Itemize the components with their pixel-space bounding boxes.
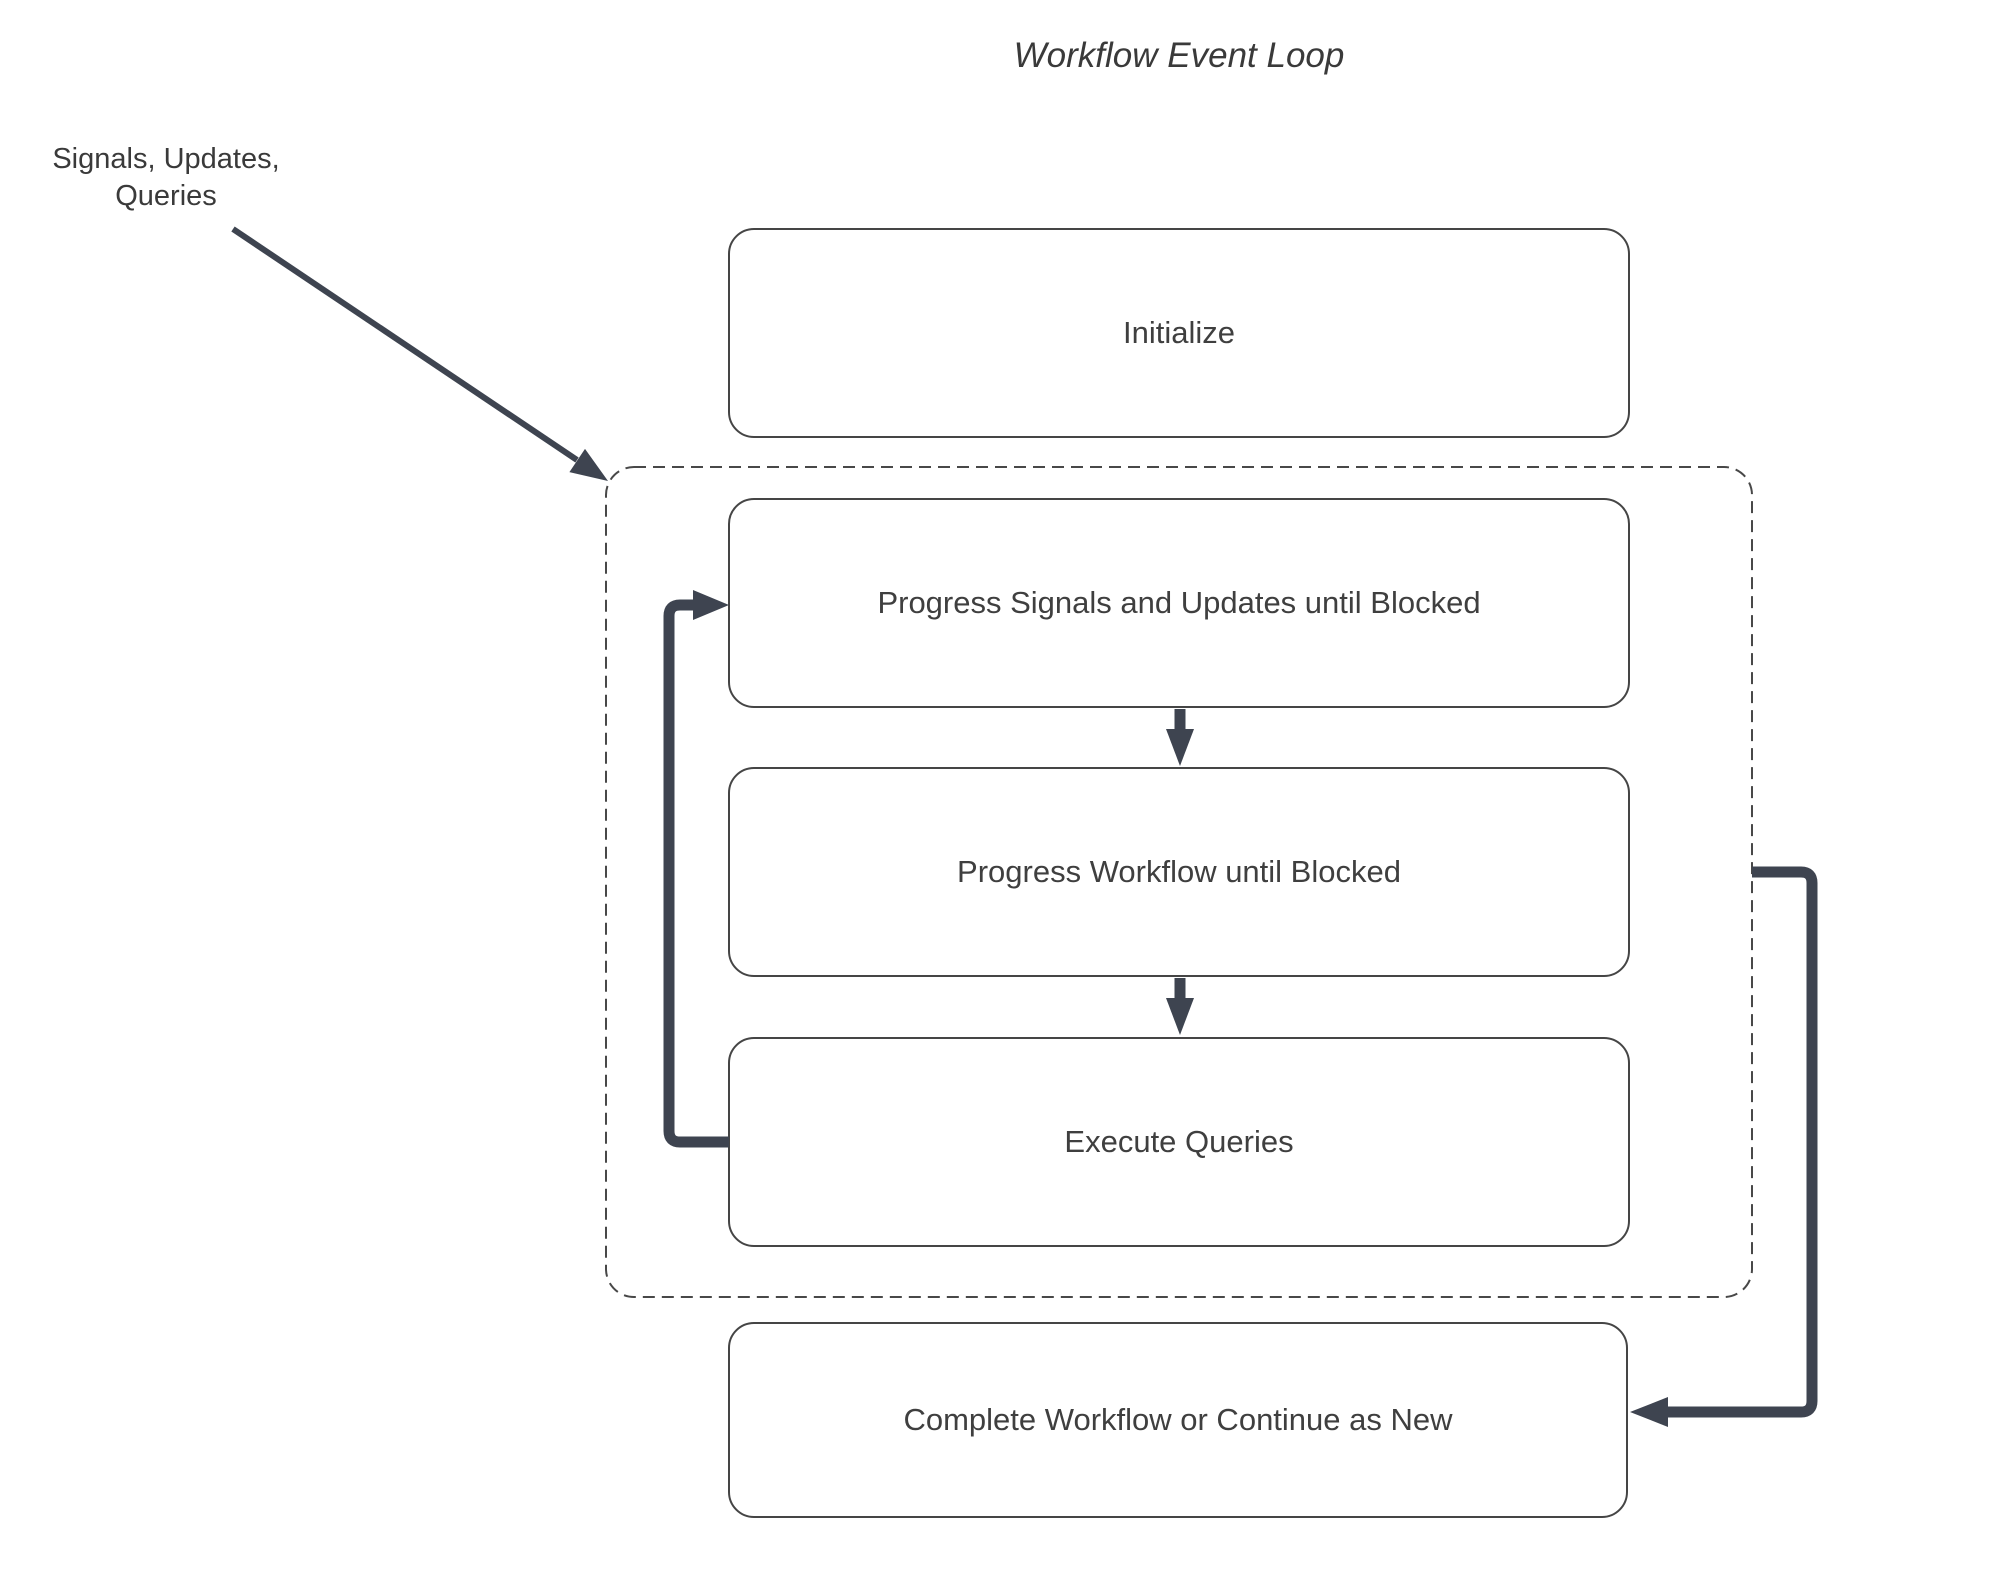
diagram-title: Workflow Event Loop xyxy=(1013,36,1345,75)
execute-queries-node-label: Execute Queries xyxy=(1064,1124,1294,1159)
down-arrowhead-icon xyxy=(1166,729,1194,766)
loopback-arrowhead-icon xyxy=(693,590,729,620)
workflow-to-complete-arrow xyxy=(1630,866,1818,1427)
signals-to-workflow-arrow xyxy=(1166,709,1194,766)
signals-input-arrow xyxy=(231,226,608,481)
complete-workflow-node: Complete Workflow or Continue as New xyxy=(728,1322,1628,1518)
queries-loopback-arrow xyxy=(663,590,729,1148)
initialize-node: Initialize xyxy=(728,228,1630,438)
side-label-line1: Signals, Updates, xyxy=(52,143,280,175)
initialize-node-label: Initialize xyxy=(1123,315,1235,350)
complete-arrowhead-icon xyxy=(1630,1397,1668,1427)
progress-signals-node-label: Progress Signals and Updates until Block… xyxy=(877,585,1481,620)
progress-workflow-node-label: Progress Workflow until Blocked xyxy=(957,854,1401,889)
execute-queries-node: Execute Queries xyxy=(728,1037,1630,1247)
progress-signals-node: Progress Signals and Updates until Block… xyxy=(728,498,1630,708)
signals-input-arrowhead-icon xyxy=(569,448,608,481)
workflow-to-queries-arrow xyxy=(1166,978,1194,1035)
signals-updates-queries-label: Signals, Updates, Queries xyxy=(10,141,322,215)
side-label-line2: Queries xyxy=(115,180,217,212)
down-arrowhead-icon xyxy=(1166,998,1194,1035)
complete-workflow-node-label: Complete Workflow or Continue as New xyxy=(903,1402,1453,1437)
progress-workflow-node: Progress Workflow until Blocked xyxy=(728,767,1630,977)
